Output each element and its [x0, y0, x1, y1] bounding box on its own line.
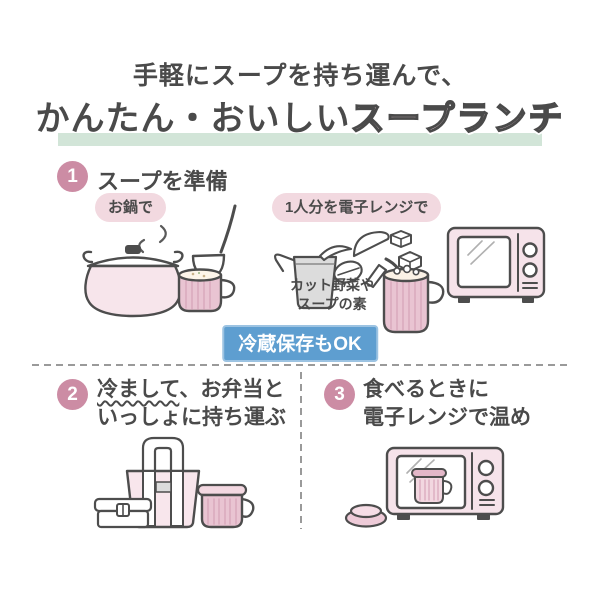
- ingredients-caption-line2: スープの素: [297, 296, 367, 312]
- pot-method-badge: お鍋で: [95, 193, 167, 222]
- microwave-method-badge: 1人分を電子レンジで: [272, 193, 442, 222]
- ladle-icon: [191, 204, 237, 279]
- step2-title-line2: いっしょに持ち運ぶ: [97, 406, 286, 429]
- step2-rest-text: 、お弁当と: [179, 378, 285, 401]
- microwave-icon: [385, 446, 505, 520]
- vertical-divider: [300, 372, 302, 529]
- horizontal-divider: [32, 364, 568, 366]
- measuring-cup-icon: [274, 253, 338, 310]
- microwave-icon: [446, 226, 546, 303]
- fridge-note-badge: 冷蔵保存もOK: [222, 325, 378, 362]
- soup-mug-icon: [411, 468, 453, 504]
- soup-mug-icon: [196, 483, 255, 529]
- title-dark-part: かんたん・おいしい: [35, 100, 351, 138]
- lunch-box-icon: [93, 497, 153, 529]
- step2-title: 冷まして、お弁当と いっしょに持ち運ぶ: [97, 376, 286, 432]
- ingredients-caption-line1: カット野菜や: [290, 277, 374, 293]
- step2-number-badge: 2: [57, 379, 88, 410]
- step3-title: 食べるときに 電子レンジで温め: [363, 376, 531, 432]
- soup-mug-icon: [177, 268, 236, 313]
- pot-scene-illustration: [82, 204, 237, 318]
- step3-title-line2: 電子レンジで温め: [363, 406, 531, 429]
- step1-number-badge: 1: [57, 161, 88, 192]
- step2-title-line1: 冷まして、お弁当と: [97, 376, 286, 404]
- vegetables-icon: [318, 230, 390, 289]
- step2-wavy-text: 冷まして: [97, 378, 180, 401]
- page-title: かんたん・おいしいスープランチ: [0, 91, 600, 140]
- reheat-scene-illustration: [344, 446, 505, 528]
- soup-mug-icon: [382, 264, 445, 334]
- microwave-scene-illustration: [274, 226, 546, 334]
- step1-title: スープを準備: [97, 169, 228, 194]
- step3-title-line1: 食べるときに: [363, 378, 489, 401]
- step3-number-badge: 3: [324, 379, 355, 410]
- steam-icon: [138, 224, 167, 254]
- lunch-bag-scene-illustration: [93, 436, 255, 529]
- title-pink-part: スープランチ: [350, 99, 565, 139]
- lid-icon: [344, 503, 388, 528]
- title-underline-bar: [58, 133, 542, 146]
- header-subtitle: 手軽にスープを持ち運んで、: [132, 62, 468, 90]
- pot-icon: [82, 245, 184, 318]
- ingredients-caption: カット野菜や スープの素: [278, 276, 386, 314]
